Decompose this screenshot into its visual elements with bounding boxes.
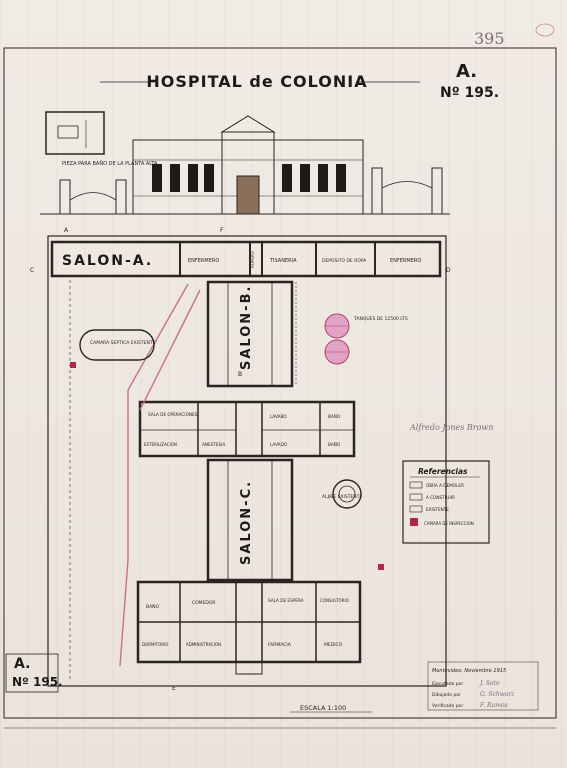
pavilion-a	[50, 240, 442, 278]
enfermero-label: ENFERMERO	[188, 258, 219, 264]
credit-name-3: F. Ramos	[479, 702, 508, 709]
section-mark-d: D	[446, 267, 451, 274]
bano-2-label: BAÑO	[328, 442, 341, 447]
dormitorio-label: DORMITORIO	[142, 642, 168, 647]
esterilizacion-label: ESTERILIZACION	[144, 442, 177, 447]
front-block	[136, 580, 362, 675]
salon-b-wing	[206, 280, 297, 388]
stamp-mark	[535, 23, 555, 37]
camara-septica-label: CAMARA SEPTICA EXISTENTE	[90, 340, 156, 346]
legend-item-1: OBRA A DEMOLER	[426, 483, 464, 488]
legend-box: Referencias OBRA A DEMOLER A CONSTRUIR E…	[402, 460, 490, 544]
bano-label: BAÑO	[328, 414, 341, 419]
tanques-label: TANQUES DE 12500 LTS	[353, 316, 408, 322]
ropero-label: ROPERO	[250, 251, 255, 268]
credit-role-3: Verificado por	[432, 703, 463, 709]
section-mark-e: E	[172, 685, 176, 692]
legend-swatch-4	[410, 518, 418, 526]
lavabo-label: LAVABO	[270, 414, 287, 419]
septic-chamber	[79, 329, 155, 361]
sheet-border	[3, 47, 557, 719]
drawing-title: HOSPITAL de COLONIA	[146, 72, 367, 91]
consultorio-label: CONSULTORIO	[320, 598, 349, 603]
date-label: Montevideo, Noviembre 1915	[432, 668, 506, 674]
section-mark-c: C	[30, 267, 34, 274]
plan-number-bottom: Nº 195.	[12, 675, 63, 689]
bathroom-detail: PIEZA PARA BAÑO DE LA PLANTA ALTA	[45, 111, 158, 167]
signature: Alfredo Jones Brown	[409, 423, 493, 432]
anestesia-label: ANESTESIA	[202, 442, 225, 447]
inspection-chamber-2	[378, 564, 384, 570]
section-mark-f: F	[220, 227, 224, 234]
scale-label: ESCALA 1:100	[300, 704, 346, 712]
credit-name-1: J. Soto	[478, 680, 500, 687]
salon-c-label: SALON-C.	[239, 480, 254, 565]
legend-item-3: EXISTENTE	[426, 507, 449, 512]
cistern	[332, 479, 362, 509]
elevation-note: PIEZA PARA BAÑO DE LA PLANTA ALTA	[62, 160, 158, 167]
section-mark-a: A	[64, 227, 69, 234]
bano-3-label: BAÑO	[146, 603, 160, 610]
lavado-label: LAVADO	[270, 442, 288, 447]
administracion-label: ADMINISTRACION	[186, 642, 221, 647]
legend-item-4: CAMARA DE INSPECCION	[424, 521, 474, 526]
medico-label: MEDICO	[324, 642, 343, 648]
enfermero-2-label: ENFERMERO	[390, 258, 421, 264]
plan-letter: A.	[456, 61, 477, 82]
salon-c-wing	[206, 458, 294, 582]
sala-operaciones-label: SALA DE OPERACIONES	[148, 412, 198, 417]
comedor-label: COMEDOR	[192, 600, 216, 606]
farmacia-label: FARMACIA	[268, 642, 292, 648]
section-mark-b: B	[238, 371, 242, 378]
sheet-number: 395	[474, 29, 505, 48]
legend-swatch-3	[409, 505, 423, 513]
credit-role-1: Ejecutado por	[432, 681, 463, 687]
deposito-label: DEPOSITO DE ROPA	[322, 258, 367, 264]
plan-number: Nº 195.	[440, 85, 499, 101]
inspection-chamber-1	[70, 362, 76, 368]
aljibe-label: ALJIBE EXISTENTE	[322, 494, 362, 500]
legend-item-2: A CONSTRUIR	[426, 495, 455, 500]
tisaneria-label: TISANERIA	[269, 258, 297, 264]
legend-title: Referencias	[418, 467, 468, 476]
credit-name-2: G. Schwarz	[480, 691, 515, 698]
facade-elevation	[40, 115, 450, 215]
water-tanks	[324, 313, 350, 365]
legend-swatch-2	[409, 493, 423, 501]
credits-block: Montevideo, Noviembre 1915 Ejecutado por…	[427, 661, 539, 711]
salon-a-label: SALON-A.	[62, 253, 153, 269]
plan-letter-bottom: A.	[14, 656, 30, 672]
salon-b-label: SALON-B.	[239, 285, 254, 370]
central-block	[138, 400, 356, 458]
legend-swatch-1	[409, 481, 423, 489]
sala-espera-label: SALA DE ESPERA	[268, 598, 304, 603]
credit-role-2: Dibujado por	[432, 692, 461, 698]
new-paths	[119, 283, 201, 667]
